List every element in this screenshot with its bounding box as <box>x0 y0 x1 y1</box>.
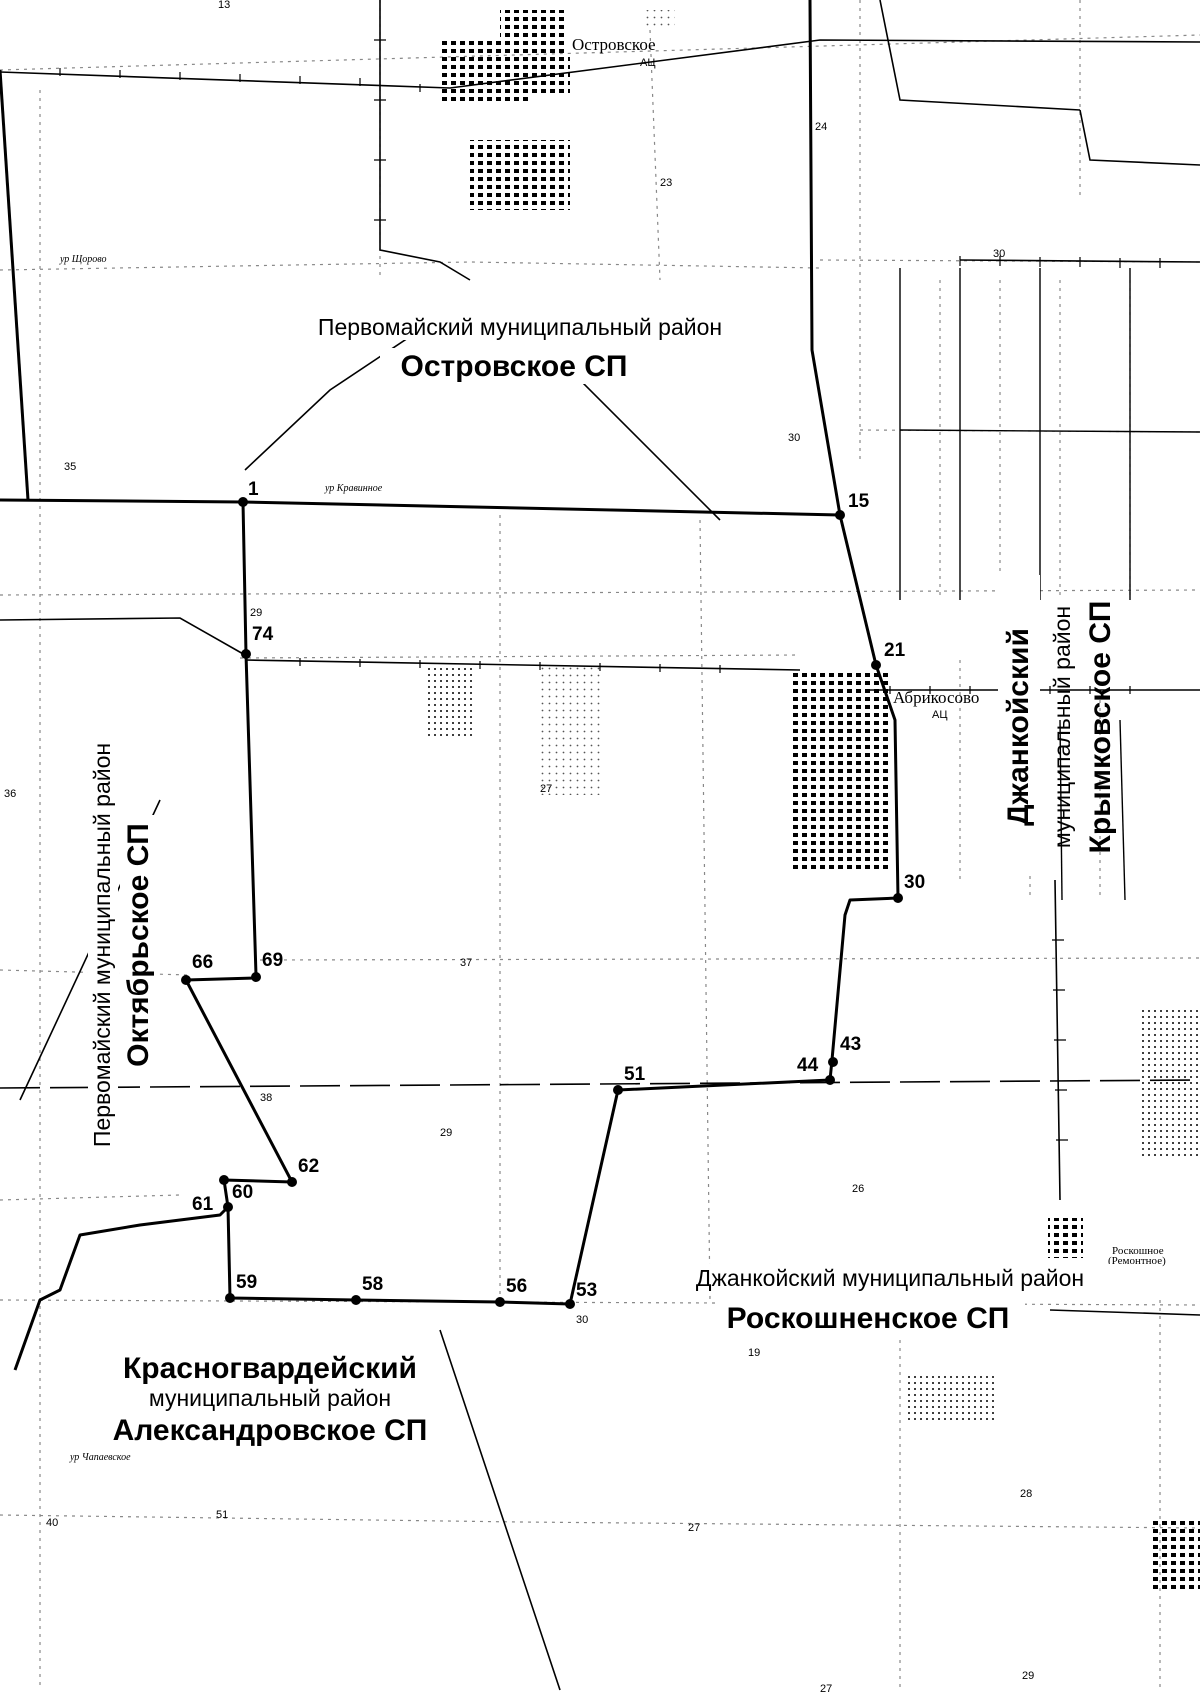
point-marker-15 <box>835 510 845 520</box>
point-marker-61 <box>223 1202 233 1212</box>
point-marker-53 <box>565 1299 575 1309</box>
point-marker-44 <box>825 1075 835 1085</box>
point-label: 53 <box>576 1280 597 1301</box>
field-number: 29 <box>1022 1670 1034 1682</box>
field-number: 51 <box>216 1509 228 1521</box>
point-marker-74 <box>241 649 251 659</box>
tract-label-kravinnoe: ур Кравинное <box>324 483 383 494</box>
field-number: 37 <box>460 957 472 969</box>
boundary-point-markers <box>181 497 903 1309</box>
field-number: 40 <box>46 1517 58 1529</box>
settlement-name-ostrovskoe: Островское <box>572 35 656 54</box>
point-marker-66 <box>181 975 191 985</box>
settlement-name-roskoshnoe: Роскошное <box>1112 1245 1164 1257</box>
field-number: 27 <box>820 1683 832 1695</box>
point-marker-62 <box>287 1177 297 1187</box>
point-label: 56 <box>506 1276 527 1297</box>
point-label: 43 <box>840 1034 861 1055</box>
field-number: 30 <box>576 1314 588 1326</box>
field-number: 28 <box>1020 1488 1032 1500</box>
sp-label-oktyabrskoe: Октябрьское СП <box>122 823 155 1067</box>
settlement-note-ostrovskoe: АЦ <box>640 57 655 69</box>
field-number: 23 <box>660 177 672 189</box>
point-marker-69 <box>251 972 261 982</box>
sp-label-ostrovskoe: Островское СП <box>401 350 628 383</box>
windbreak-strips <box>899 268 1200 901</box>
point-marker-60 <box>219 1175 229 1185</box>
point-label: 15 <box>848 491 870 512</box>
point-label: 60 <box>232 1182 253 1203</box>
field-number: 38 <box>260 1092 272 1104</box>
district-label-pervomaisky-top: Первомайский муниципальный район <box>318 314 722 340</box>
orchard-patches <box>425 10 1200 1420</box>
field-numbers: 13 23 24 30 30 35 29 36 27 37 38 29 26 3… <box>4 0 1034 1695</box>
sp-label-roskoshnenskoe: Роскошненское СП <box>727 1302 1010 1335</box>
boundary-point-labels: 1 15 21 30 43 44 51 53 56 58 59 60 61 62… <box>192 479 925 1301</box>
point-label: 51 <box>624 1064 646 1085</box>
point-label: 62 <box>298 1156 319 1177</box>
district-label-krasnogvardeysky-2: муниципальный район <box>149 1385 391 1411</box>
dashed-admin-line <box>0 1079 1200 1089</box>
district-label-dzhankoy-right-2: муниципальный район <box>1049 606 1075 848</box>
region-labels: Первомайский муниципальный район Островс… <box>88 310 1150 1447</box>
point-label: 58 <box>362 1274 383 1295</box>
point-label: 59 <box>236 1272 257 1293</box>
settlement-note-abrikosovo: АЦ <box>932 709 947 721</box>
field-number: 30 <box>788 432 800 444</box>
settlement-ostrovskoe-blocks <box>440 10 570 210</box>
tract-label-shchorovo: ур Щорово <box>59 254 106 265</box>
field-number: 27 <box>540 783 552 795</box>
field-number: 13 <box>218 0 230 11</box>
point-label: 21 <box>884 640 906 661</box>
tract-label-chapaevskoe: ур Чапаевское <box>69 1452 131 1463</box>
point-label: 61 <box>192 1194 214 1215</box>
field-number: 35 <box>64 461 76 473</box>
district-label-krasnogvardeysky-1: Красногвардейский <box>123 1352 417 1385</box>
district-label-dzhankoy-bottom: Джанкойский муниципальный район <box>696 1265 1084 1291</box>
field-number: 30 <box>993 248 1005 260</box>
field-number: 26 <box>852 1183 864 1195</box>
field-number: 19 <box>748 1347 760 1359</box>
district-label-dzhankoy-right-1: Джанкойский <box>1002 628 1035 826</box>
railway-ticks <box>59 39 1161 1141</box>
field-number: 27 <box>688 1522 700 1534</box>
sp-label-aleksandrovskoe: Александровское СП <box>113 1414 428 1447</box>
field-number: 36 <box>4 788 16 800</box>
point-marker-30 <box>893 893 903 903</box>
point-marker-51 <box>613 1085 623 1095</box>
settlement-abrikosovo-blocks <box>792 672 892 872</box>
point-label: 44 <box>797 1055 819 1076</box>
district-label-pervomaisky-left: Первомайский муниципальный район <box>89 743 115 1147</box>
field-number: 24 <box>815 121 827 133</box>
point-label: 30 <box>904 872 925 893</box>
point-marker-21 <box>871 660 881 670</box>
tract-labels: ур Щорово ур Кравинное ур Чапаевское <box>59 254 383 1463</box>
point-marker-58 <box>351 1295 361 1305</box>
point-marker-59 <box>225 1293 235 1303</box>
point-marker-43 <box>828 1057 838 1067</box>
settlement-name-abrikosovo: Абрикосово <box>893 688 979 707</box>
point-label: 66 <box>192 952 213 973</box>
field-number: 29 <box>440 1127 452 1139</box>
sp-label-krymkovskoe: Крымковское СП <box>1084 601 1117 854</box>
point-label: 1 <box>248 479 259 500</box>
point-marker-1 <box>238 497 248 507</box>
field-number: 29 <box>250 607 262 619</box>
point-label: 74 <box>252 624 274 645</box>
point-marker-56 <box>495 1297 505 1307</box>
point-label: 69 <box>262 950 283 971</box>
settlement-roskoshnoe-blocks <box>1048 1218 1200 1590</box>
